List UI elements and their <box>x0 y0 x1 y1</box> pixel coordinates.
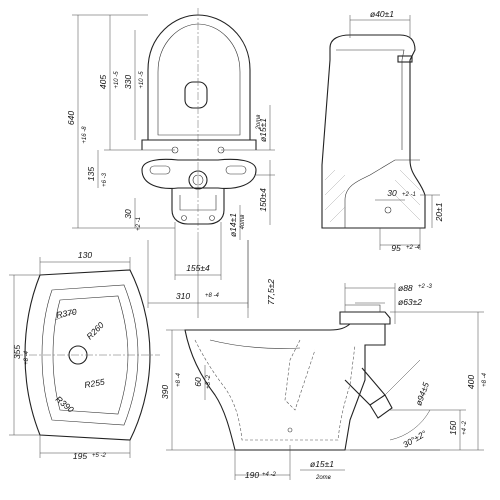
label-d63: ø63±2 <box>398 297 422 307</box>
floor-hole-left <box>181 215 187 221</box>
outlet-end <box>369 394 393 419</box>
outlet-pipe <box>344 367 386 406</box>
tank-side-view: ø40±1 30 +2 -1 20±1 95 +2 -4 <box>321 9 444 253</box>
label-d15-bottom: ø15±1 <box>310 459 334 469</box>
flange-slot-left <box>149 165 171 175</box>
label-310: 310 <box>176 291 190 301</box>
tank-lip <box>397 55 413 63</box>
svg-text:2отв: 2отв <box>256 115 262 131</box>
foot-inner <box>179 195 217 211</box>
label-20: 20±1 <box>434 202 444 222</box>
flange-center-hole <box>188 170 208 190</box>
svg-text:+4 -2: +4 -2 <box>462 420 468 435</box>
label-angle: 30°±2° <box>401 428 429 450</box>
svg-text:+2 -1: +2 -1 <box>136 217 142 231</box>
trap-dashed <box>284 339 316 411</box>
foot-outline <box>171 188 225 225</box>
label-150-bottom: 150 <box>448 421 458 435</box>
svg-text:+2 -1: +2 -1 <box>402 192 416 198</box>
label-r370: R370 <box>56 307 78 320</box>
svg-text:+8 -4: +8 -4 <box>24 350 30 365</box>
label-400: 400 <box>466 375 476 389</box>
tank-outer-outline <box>321 34 426 229</box>
label-r255: R255 <box>84 377 106 390</box>
label-195: 195 <box>73 451 87 461</box>
tank-seat <box>339 311 391 325</box>
svg-text:+5 -2: +5 -2 <box>92 453 107 459</box>
svg-text:+2 -3: +2 -3 <box>418 284 433 290</box>
base-flange <box>141 158 257 189</box>
dims-top-view: 640 +16 -8 405 +10 -5 330 +10 -5 135 +6 … <box>66 14 276 318</box>
label-d15-top: ø15±1 <box>258 118 268 142</box>
label-190: 190 <box>245 470 259 480</box>
floor-bolt-hole <box>287 427 293 433</box>
plan-inner-outline <box>41 284 139 426</box>
label-30-left: 30 <box>123 209 133 219</box>
svg-text:+10 -5: +10 -5 <box>139 71 145 89</box>
label-d88: ø88 <box>398 283 413 293</box>
svg-text:+6 -3: +6 -3 <box>102 172 108 187</box>
label-330: 330 <box>123 75 133 89</box>
label-30-right: 30 <box>387 188 397 198</box>
svg-text:+8 -4: +8 -4 <box>205 293 220 299</box>
plan-bowl-rim <box>52 295 129 415</box>
bowl-inner-outline <box>157 23 241 136</box>
svg-text:+8 -4: +8 -4 <box>482 372 488 387</box>
svg-text:+8 -4: +8 -4 <box>176 372 182 387</box>
label-d94: ø94±5 <box>413 381 431 407</box>
svg-text:+10 -5: +10 -5 <box>114 71 120 89</box>
flange-slot-right <box>225 165 247 175</box>
svg-text:+16 -8: +16 -8 <box>82 126 88 144</box>
label-d40: ø40±1 <box>370 9 394 19</box>
dim-line-d94 <box>384 359 421 396</box>
label-77-5: 77,5±2 <box>266 279 276 305</box>
label-95: 95 <box>391 243 401 253</box>
angle-arc <box>389 409 431 441</box>
label-355: 355 <box>12 345 22 359</box>
label-135: 135 <box>86 167 96 181</box>
tank-inner-cavity <box>344 159 420 228</box>
label-r260: R260 <box>84 320 106 342</box>
label-390: 390 <box>160 385 170 399</box>
label-405: 405 <box>98 75 108 89</box>
flange-center-inner <box>192 174 204 186</box>
bowl-outer-outline <box>147 14 251 140</box>
bowl-inner-dashed <box>194 339 356 441</box>
rim-line <box>209 339 301 349</box>
bowl-outer-outline <box>184 323 386 451</box>
svg-text:4отв: 4отв <box>240 215 246 230</box>
svg-text:2отв: 2отв <box>315 475 331 481</box>
tank-inner-top <box>336 49 405 150</box>
label-d14: ø14±1 <box>228 213 238 237</box>
tank-side-hole <box>384 206 392 214</box>
tank-bridge <box>141 139 257 150</box>
bowl-plan-view: 130 355 +8 -4 R370 R260 R255 R390 195 +5… <box>9 250 160 461</box>
svg-text:+3 -2: +3 -2 <box>206 374 212 389</box>
label-130: 130 <box>78 250 92 260</box>
bowl-side-section: ø88 +2 -3 ø63±2 60 +3 -2 390 +8 -4 400 +… <box>160 283 488 481</box>
svg-text:+4 -2: +4 -2 <box>262 472 277 478</box>
outlet-slot <box>184 81 208 109</box>
label-r390: R390 <box>54 394 76 415</box>
label-60: 60 <box>193 377 203 387</box>
floor-hole-right <box>209 215 215 221</box>
svg-text:+2 -4: +2 -4 <box>406 245 421 251</box>
bowl-top-view <box>141 8 257 240</box>
label-150: 150±4 <box>258 188 268 212</box>
label-640: 640 <box>66 111 76 125</box>
